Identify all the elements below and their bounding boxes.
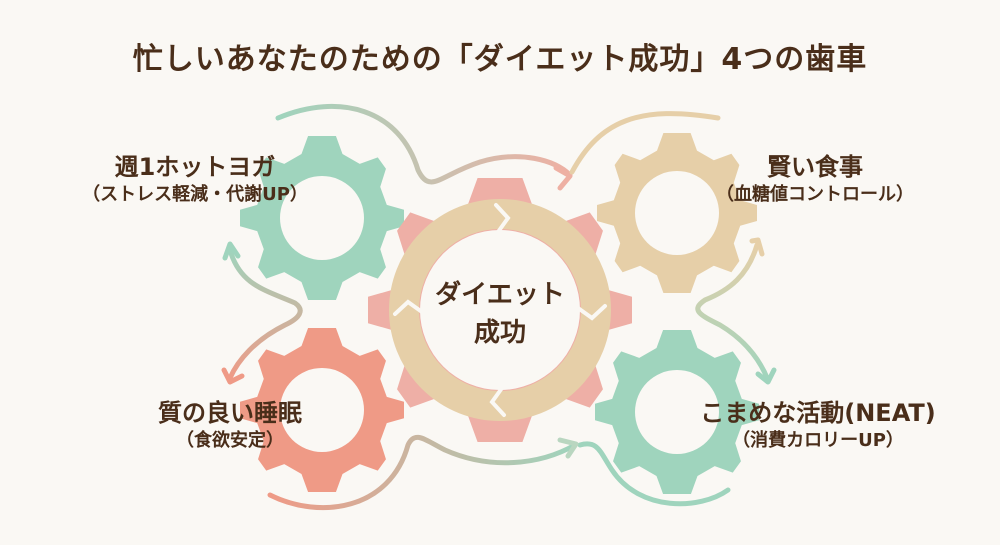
center-line2: 成功 [473, 318, 526, 348]
meal-subtitle: （血糖値コントロール） [716, 184, 914, 205]
arrow-sleep-to-neat [267, 434, 578, 510]
arrow-meal-to-neat [695, 242, 771, 383]
sleep-title: 質の良い睡眠 [158, 399, 302, 427]
center-label: ダイエット 成功 [400, 276, 600, 352]
arrow-yoga-to-meal [275, 103, 573, 185]
yoga-subtitle: （ストレス軽減・代謝UP） [82, 184, 308, 205]
page-title: 忙しいあなたのための「ダイエット成功」4つの歯車 [132, 42, 868, 77]
label-neat: こまめな活動(NEAT) （消費カロリーUP） [668, 398, 968, 454]
sleep-subtitle: （食欲安定） [176, 430, 284, 451]
arrow-yoga-to-sleep [227, 247, 303, 381]
center-line1: ダイエット [435, 280, 565, 310]
neat-subtitle: （消費カロリーUP） [732, 430, 904, 451]
neat-title: こまめな活動(NEAT) [700, 399, 936, 427]
label-sleep: 質の良い睡眠 （食欲安定） [130, 398, 330, 454]
label-yoga: 週1ホットヨガ （ストレス軽減・代謝UP） [50, 152, 340, 208]
yoga-title: 週1ホットヨガ [114, 153, 276, 181]
cycle-arrow-icon [393, 203, 607, 417]
label-meal: 賢い食事 （血糖値コントロール） [690, 152, 940, 208]
meal-title: 賢い食事 [767, 153, 863, 181]
